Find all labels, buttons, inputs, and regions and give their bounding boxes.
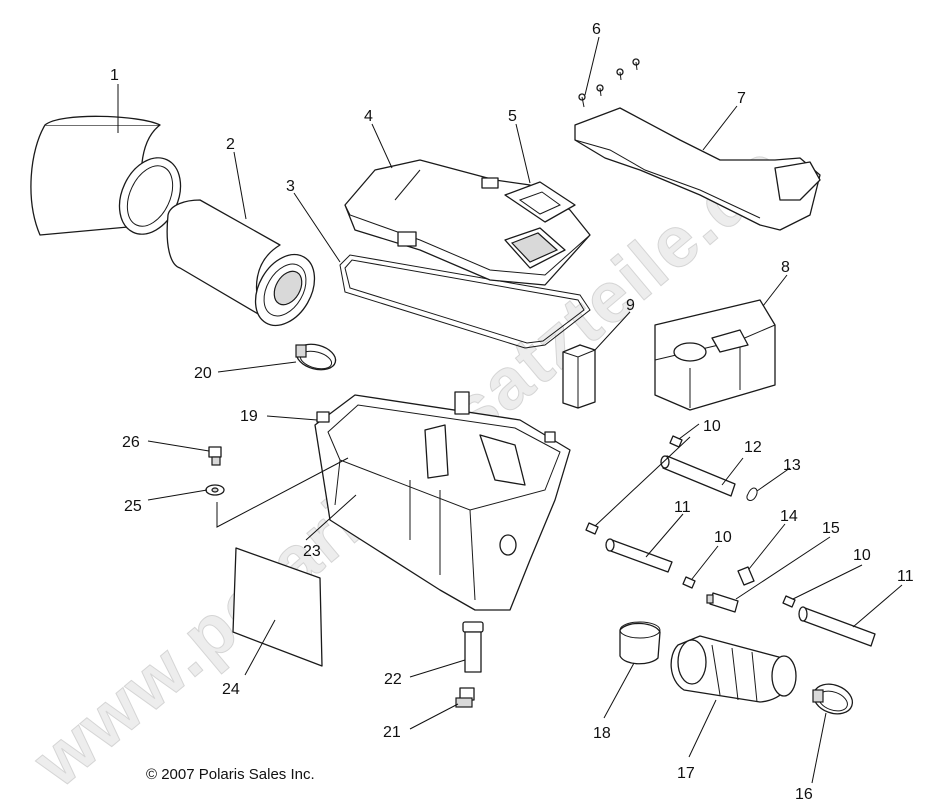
part-20-clamp — [295, 343, 337, 371]
part-2-filter-element — [166, 199, 316, 327]
part-21-drain-plug — [455, 687, 475, 708]
part-7-intake-duct — [574, 107, 821, 231]
callout-9: 9 — [626, 297, 635, 314]
callout-3: 3 — [286, 178, 295, 195]
callout-15: 15 — [822, 520, 840, 537]
part-12-hose — [660, 455, 736, 497]
callout-4: 4 — [364, 108, 373, 125]
callout-6: 6 — [592, 21, 601, 38]
callout-1: 1 — [110, 67, 119, 84]
part-16-clamp — [812, 683, 854, 715]
callout-19: 19 — [240, 408, 258, 425]
callout-12: 12 — [744, 439, 762, 456]
part-3-gasket — [339, 254, 591, 349]
callout-22: 22 — [384, 671, 402, 688]
callout-11-right: 11 — [897, 568, 914, 585]
callout-26: 26 — [122, 434, 140, 451]
part-1-prefilter — [30, 115, 182, 236]
callout-17: 17 — [677, 765, 695, 782]
callout-numbers: 1 2 3 4 5 6 7 8 9 20 19 26 25 23 24 22 2… — [110, 21, 914, 803]
part-26-fastener — [208, 446, 222, 466]
part-22-drain-tube — [462, 621, 484, 673]
part-4-airbox-cover — [344, 159, 591, 286]
callout-5: 5 — [508, 108, 517, 125]
callout-23: 23 — [303, 543, 321, 560]
part-14-bracket — [737, 566, 755, 586]
part-9-foam-strip — [562, 344, 596, 409]
part-25-washer — [205, 484, 225, 496]
callout-16: 16 — [795, 786, 813, 803]
part-13-spring-clip — [746, 487, 758, 501]
part-23-airbox-lower — [314, 391, 571, 611]
callout-20: 20 — [194, 365, 212, 382]
callout-14: 14 — [780, 508, 798, 525]
callout-11-left: 11 — [674, 499, 691, 516]
copyright-notice: © 2007 Polaris Sales Inc. — [146, 766, 315, 783]
part-8-foam-block — [654, 299, 776, 411]
part-17-intake-boot — [670, 635, 797, 703]
callout-18: 18 — [593, 725, 611, 742]
callout-25: 25 — [124, 498, 142, 515]
part-11-hose-right — [798, 606, 876, 647]
part-15-check-valve — [706, 592, 739, 613]
callout-2: 2 — [226, 136, 235, 153]
callout-8: 8 — [781, 259, 790, 276]
part-24-label — [232, 547, 323, 667]
leader-lines — [117, 36, 903, 784]
callout-10-right: 10 — [853, 547, 871, 564]
callout-24: 24 — [222, 681, 240, 698]
part-11-hose-left — [605, 538, 673, 573]
callout-10-top: 10 — [703, 418, 721, 435]
part-6-screws — [578, 58, 640, 108]
callout-13: 13 — [783, 457, 801, 474]
part-5-cover-plate — [504, 181, 576, 223]
callout-7: 7 — [737, 90, 746, 107]
callout-10-middle: 10 — [714, 529, 732, 546]
callout-21: 21 — [383, 724, 401, 741]
part-18-ring — [619, 621, 661, 665]
